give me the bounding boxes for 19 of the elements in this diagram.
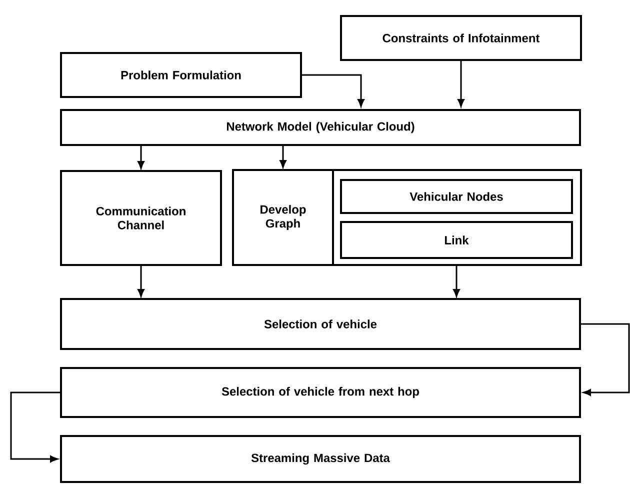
process-box: Problem Formulation	[60, 52, 302, 98]
process-box: Develop Graph	[232, 168, 334, 266]
process-box: Communication Channel	[60, 170, 222, 266]
arrow	[458, 61, 464, 107]
process-box: Link	[340, 220, 573, 259]
arrow	[138, 264, 144, 297]
process-box: Constraints of Infotainment	[340, 15, 582, 61]
arrow	[581, 323, 630, 396]
process-box: Selection of vehicle	[60, 298, 581, 350]
process-box: Network Model (Vehicular Cloud)	[60, 108, 581, 146]
arrow	[10, 392, 60, 462]
arrow	[138, 144, 144, 169]
container-box	[332, 168, 582, 266]
process-box: Streaming Massive Data	[60, 434, 581, 483]
arrow	[302, 74, 364, 107]
arrow	[453, 264, 460, 297]
arrow	[280, 144, 286, 168]
process-box: Vehicular Nodes	[340, 178, 573, 214]
process-box: Selection of vehicle from next hop	[60, 366, 581, 418]
